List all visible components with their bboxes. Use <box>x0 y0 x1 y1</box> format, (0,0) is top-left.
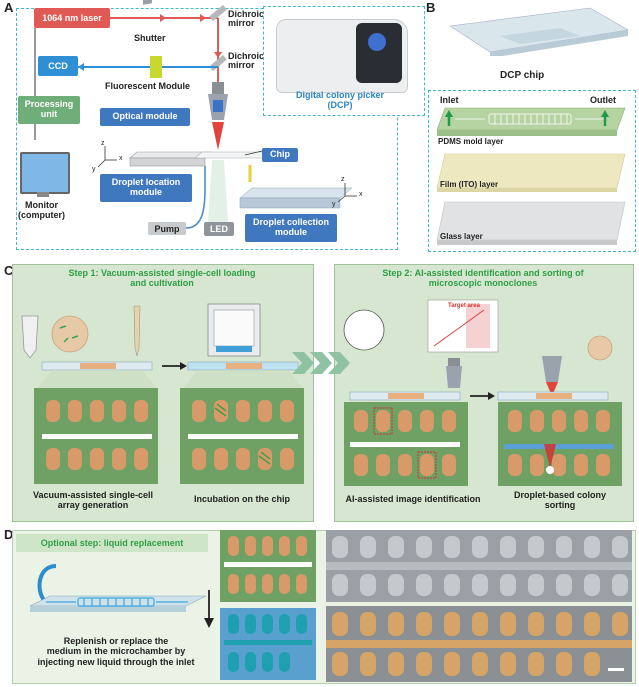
chip-pointer <box>244 150 263 156</box>
step1-caption-2: Incubation on the chip <box>194 494 290 504</box>
channel-pattern <box>455 113 605 125</box>
inlet-label: Inlet <box>440 95 459 105</box>
liquid-replacement-description: Replenish or replace the medium in the m… <box>37 636 195 667</box>
axis-markers-a <box>97 146 357 203</box>
axis-x-label: x <box>119 155 123 162</box>
dichroic-label-2: Dichroic mirror <box>228 51 265 71</box>
droplet-collection-box: Droplet collection module <box>245 214 337 242</box>
sort-objective <box>542 356 562 382</box>
led-box: LED <box>204 222 234 236</box>
dcp-device-panel <box>356 23 402 83</box>
chip-label-box: Chip <box>262 148 298 162</box>
step1-caption-1: Vacuum-assisted single-cell array genera… <box>32 490 154 511</box>
chambers-1 <box>46 400 148 470</box>
fluorescent-filter <box>150 56 162 78</box>
laser-box: 1064 nm laser <box>34 8 110 28</box>
glass-label: Glass layer <box>440 232 483 241</box>
beam-arrow-2 <box>200 14 206 22</box>
axis-y-label-2: y <box>332 201 336 208</box>
monitor-screen <box>20 152 70 194</box>
dcp-device-frame: Digital colony picker (DCP) <box>263 6 425 116</box>
step1-illustration <box>21 303 304 484</box>
dcp-chip-image <box>440 6 630 58</box>
beam-arrow-down <box>214 52 222 58</box>
monitor-stand <box>37 192 49 197</box>
panel-label-b: B <box>426 0 436 15</box>
fluorescent-label: Fluorescent Module <box>105 81 191 91</box>
dcp-device-light <box>368 33 386 51</box>
micrograph-top <box>326 530 632 602</box>
dichroic-label-1: Dichroic mirror <box>228 9 265 29</box>
panel-a-frame <box>16 8 398 250</box>
optional-step-title: Optional step: liquid replacement <box>16 534 208 552</box>
replacement-chamber-views <box>220 530 316 680</box>
outlet-label: Outlet <box>590 95 616 105</box>
panel-label-a: A <box>4 0 14 15</box>
led-light-beam <box>208 160 228 222</box>
film-label: Film (ITO) layer <box>440 180 499 189</box>
pump-box: Pump <box>148 222 186 235</box>
droplet-location-box: Droplet location module <box>100 174 192 202</box>
objective-top <box>212 82 224 94</box>
ccd-arrow <box>78 63 84 71</box>
axis-z-label: z <box>101 140 105 147</box>
pipette <box>133 305 141 357</box>
objective-band <box>213 100 223 112</box>
step2-illustration <box>343 299 622 486</box>
panel-a-optics-diagram <box>34 0 420 229</box>
dcp-caption: Digital colony picker (DCP) <box>296 90 385 110</box>
zoom-1 <box>37 370 157 388</box>
axis-z-label-2: z <box>341 176 345 183</box>
dcp-chip-label: DCP chip <box>500 70 545 81</box>
sorted-droplet <box>546 466 554 474</box>
ai-detect-box-1 <box>373 407 393 435</box>
collection-plate-top <box>239 187 353 199</box>
stage-side <box>129 157 206 167</box>
down-arrow-icon <box>204 590 214 628</box>
inlet-arrow-icon <box>445 110 453 117</box>
panel-b-layers-frame <box>428 90 636 252</box>
panel-label-d: D <box>4 527 14 542</box>
colony-marks-2 <box>214 403 271 465</box>
chip-layer-stack <box>436 107 626 245</box>
cell-suspension-circle <box>51 315 89 353</box>
liquid-replacement-chip <box>29 564 207 612</box>
outlet-arrow-icon <box>601 110 609 117</box>
panel-label-c: C <box>4 263 14 278</box>
pdms-label: PDMS mold layer <box>438 137 504 146</box>
ai-objective <box>446 366 462 388</box>
shutter-plate <box>143 0 152 5</box>
axis-x-label-2: x <box>359 191 363 198</box>
dichroic-mirror-1 <box>209 4 227 22</box>
laser-focus-cone <box>212 122 224 150</box>
monitor-label: Monitor (computer) <box>18 200 65 221</box>
chip-1-array <box>80 363 116 369</box>
collection-plate-side <box>239 197 341 209</box>
beam-arrow-1 <box>160 14 166 22</box>
step2-title: Step 2: AI-assisted identification and s… <box>382 268 584 289</box>
step2-caption-1: AI-assisted image identification <box>345 494 481 504</box>
target-area-label: Target area <box>448 303 480 309</box>
axis-y-label: y <box>92 166 96 173</box>
sorting-beam <box>544 444 556 468</box>
micrograph-bottom <box>326 606 632 682</box>
step2-arrow <box>488 392 495 400</box>
optical-module-box: Optical module <box>100 108 190 126</box>
pump-tubing <box>185 166 206 229</box>
step2-caption-2: Droplet-based colony sorting <box>513 490 606 511</box>
step1-title: Step 1: Vacuum-assisted single-cell load… <box>68 268 256 289</box>
ai-head-icon <box>343 309 385 351</box>
chevron-arrows-icon <box>292 352 350 374</box>
ccd-box: CCD <box>38 56 78 76</box>
shutter-label: Shutter <box>134 33 166 43</box>
eppendorf-tube <box>21 315 39 359</box>
chambers-2 <box>192 400 294 470</box>
step1-arrow <box>180 362 187 370</box>
processing-unit-box: Processing unit <box>18 96 80 124</box>
ai-detect-box-2 <box>417 451 437 479</box>
